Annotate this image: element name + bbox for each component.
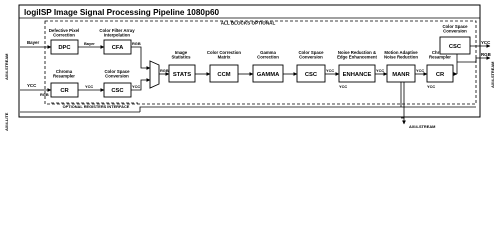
csc1-label: CSC (111, 88, 124, 94)
cr2-block (426, 64, 454, 83)
csc3-label: CSC (449, 44, 462, 50)
axi4-lite-input-label: AXI4-LITE (4, 112, 9, 131)
manr-label: MANR (392, 72, 410, 78)
csc2-block (296, 64, 326, 83)
ycc-input-label: YCC (27, 83, 37, 88)
rgb-mux-out-label: RGB (160, 68, 169, 73)
gamma-label: GAMMA (257, 72, 280, 78)
dpc-label: DPC (58, 45, 71, 51)
cr1-label: CR (60, 88, 69, 94)
enhance-label: ENHANCE (343, 72, 372, 78)
ycc-manr-out-label: YCC (416, 68, 424, 73)
input-mux (149, 60, 160, 89)
rgb-cfa-out-label: RGB (132, 41, 141, 46)
gamma-block (252, 64, 284, 83)
isp-pipeline-diagram: logiISP Image Signal Processing Pipeline… (4, 4, 495, 131)
cr2-label: CR (436, 72, 445, 78)
ycc-enh-in-label: YCC (339, 84, 347, 89)
ycc-output-label: YCC (481, 40, 491, 45)
ycc-csc-out-label: YCC (132, 84, 140, 89)
optional-registers-label: OPTIONAL REGISTERS INTERFACE (63, 104, 130, 109)
enhance-caption: Noise Reduction &Edge Enhancement (337, 50, 377, 60)
rgb-cr-out-label: RGB (40, 92, 49, 97)
axi4-stream-bottom-label: AXI4-STREAM (409, 124, 435, 129)
ycc-csc2-out-label: YCC (326, 68, 334, 73)
all-blocks-optional-note: ALL BLOCKS OPTIONAL (221, 21, 276, 26)
diagram-title: logiISP Image Signal Processing Pipeline… (24, 8, 220, 17)
stats-label: STATS (173, 72, 191, 78)
ycc-mid-label: YCC (85, 84, 93, 89)
bayer-input-label: Bayer (27, 40, 39, 45)
axi4-stream-output-label: AXI4-STREAM (490, 62, 495, 88)
axi4-stream-input-label: AXI4-STREAM (4, 54, 9, 80)
ccm-block (209, 64, 239, 83)
optional-blocks-region (44, 20, 477, 105)
csc2-label: CSC (305, 72, 318, 78)
pipeline-frame (18, 4, 481, 118)
bayer-mid-label: Bayer (84, 41, 95, 46)
rgb-output-label: RGB (481, 52, 491, 57)
stats-block (168, 64, 196, 83)
csc3-block (439, 36, 471, 55)
ycc-cr2-in-label: YCC (427, 84, 435, 89)
enhance-block (338, 64, 376, 83)
ycc-enh-out-label: YCC (376, 68, 384, 73)
ccm-label: CCM (217, 72, 230, 78)
cfa-label: CFA (112, 45, 124, 51)
